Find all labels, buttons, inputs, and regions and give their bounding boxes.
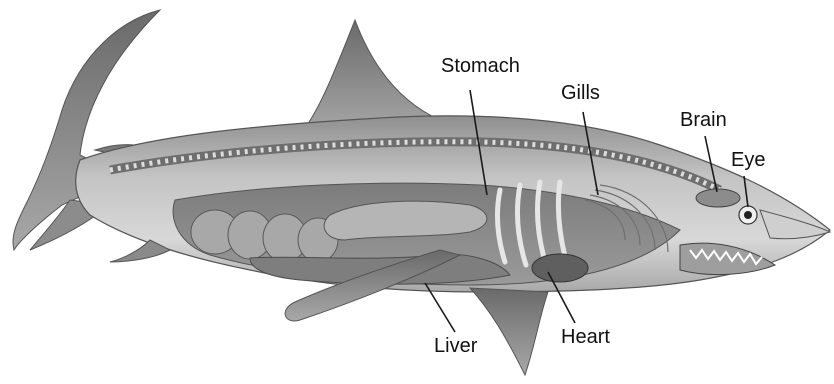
heart (532, 254, 588, 282)
brain (696, 189, 740, 207)
eye-pupil (744, 211, 752, 219)
label-liver: Liver (434, 336, 477, 356)
label-brain: Brain (680, 110, 727, 130)
label-gills: Gills (561, 83, 600, 103)
label-heart: Heart (561, 327, 610, 347)
label-eye: Eye (731, 150, 765, 170)
label-stomach: Stomach (441, 56, 520, 76)
pelvic-fin (470, 288, 548, 375)
